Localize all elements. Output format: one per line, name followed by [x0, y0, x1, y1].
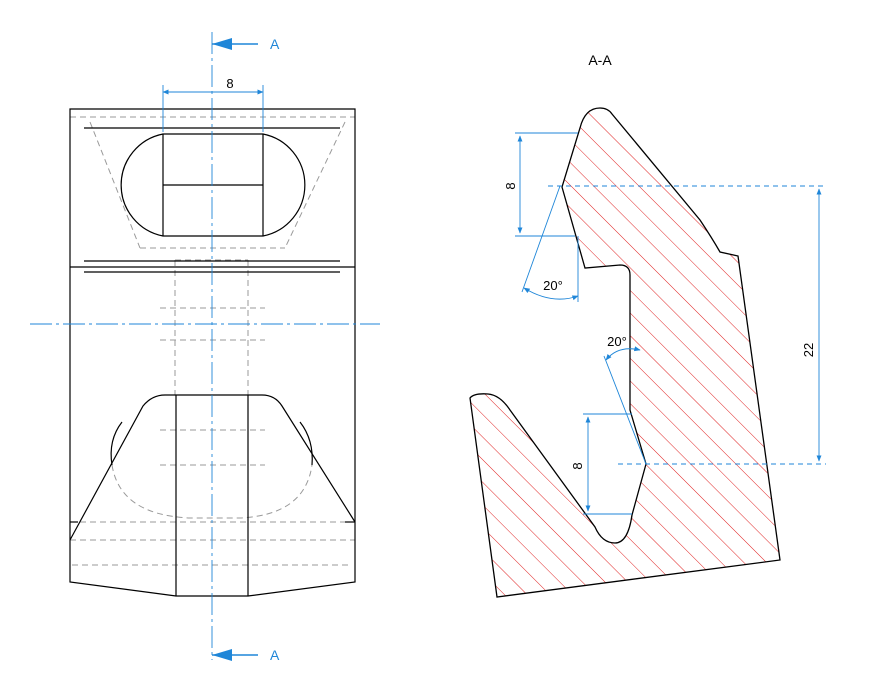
- front-view-hidden-lines: [70, 116, 355, 566]
- front-view: 8 A A: [30, 32, 380, 663]
- section-overall-height-dimension: [548, 185, 826, 465]
- section-lower-height-label: 8: [570, 462, 585, 469]
- front-slot-width-dimension: 8: [162, 76, 264, 132]
- section-angle-middle-dimension: [603, 346, 647, 465]
- section-upper-profile: [469, 107, 781, 598]
- cut-marker-top-label: A: [270, 36, 280, 52]
- front-view-center-lines: [30, 32, 380, 660]
- section-view: A-A 8 20° 20° 8: [469, 52, 826, 598]
- cut-marker-bottom-label: A: [270, 647, 280, 663]
- section-angle-top-dimension: [521, 185, 579, 302]
- front-view-outline: [69, 108, 356, 597]
- section-lower-height-dimension: [583, 413, 632, 515]
- section-top-height-dimension: [515, 132, 578, 237]
- section-view-label: A-A: [588, 52, 612, 68]
- section-angle-top-label: 20°: [543, 278, 563, 293]
- front-slot-width-label: 8: [226, 76, 233, 91]
- section-angle-middle-label: 20°: [607, 334, 627, 349]
- section-overall-height-label: 22: [801, 343, 816, 357]
- cut-marker-bottom: A: [212, 647, 280, 663]
- section-top-height-label: 8: [503, 182, 518, 189]
- cut-marker-top: A: [212, 36, 280, 52]
